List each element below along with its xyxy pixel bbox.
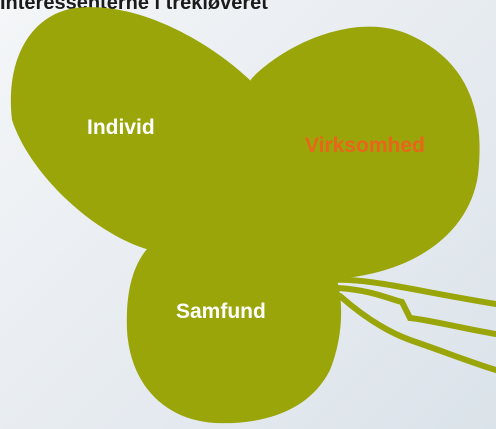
clover-stem [327, 276, 496, 373]
petal-label-virksomhed: Virksomhed [305, 134, 425, 157]
petal-virksomhed [238, 26, 480, 279]
clover-leaves [10, 7, 480, 424]
petal-label-individ: Individ [87, 116, 155, 139]
petal-samfund [126, 220, 342, 424]
petal-label-samfund: Samfund [176, 300, 266, 323]
petal-individ [10, 7, 282, 255]
